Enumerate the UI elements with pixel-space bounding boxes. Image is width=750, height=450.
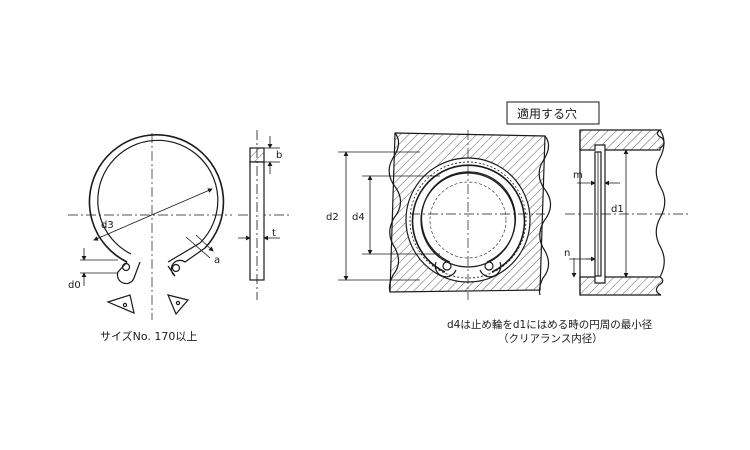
label-d1: d1 xyxy=(611,204,624,215)
footnote-line2: （クリアランス内径） xyxy=(498,332,603,345)
size-note: サイズNo. 170以上 xyxy=(100,329,197,343)
hole-title: 適用する穴 xyxy=(517,106,577,121)
label-d2: d2 xyxy=(326,212,339,223)
footnote-line1: d4は止め輪をd1にはめる時の円周の最小径 xyxy=(447,318,653,331)
ring-front-view: d3 a d0 サイズNo. 170以上 xyxy=(68,133,232,343)
label-d3: d3 xyxy=(101,220,114,231)
label-d4: d4 xyxy=(352,212,365,223)
label-d0: d0 xyxy=(68,280,81,291)
ring-side-view: b t xyxy=(238,130,290,300)
label-t: t xyxy=(272,228,276,239)
label-n: n xyxy=(564,248,570,259)
hole-front-view: 適用する穴 d2 d4 d4は止め輪をd1にはめる時の円周の最小径 xyxy=(326,101,653,345)
label-m: m xyxy=(573,170,583,181)
label-a: a xyxy=(214,255,220,266)
hole-section-view: d1 m n xyxy=(564,129,690,296)
label-b: b xyxy=(276,150,282,161)
